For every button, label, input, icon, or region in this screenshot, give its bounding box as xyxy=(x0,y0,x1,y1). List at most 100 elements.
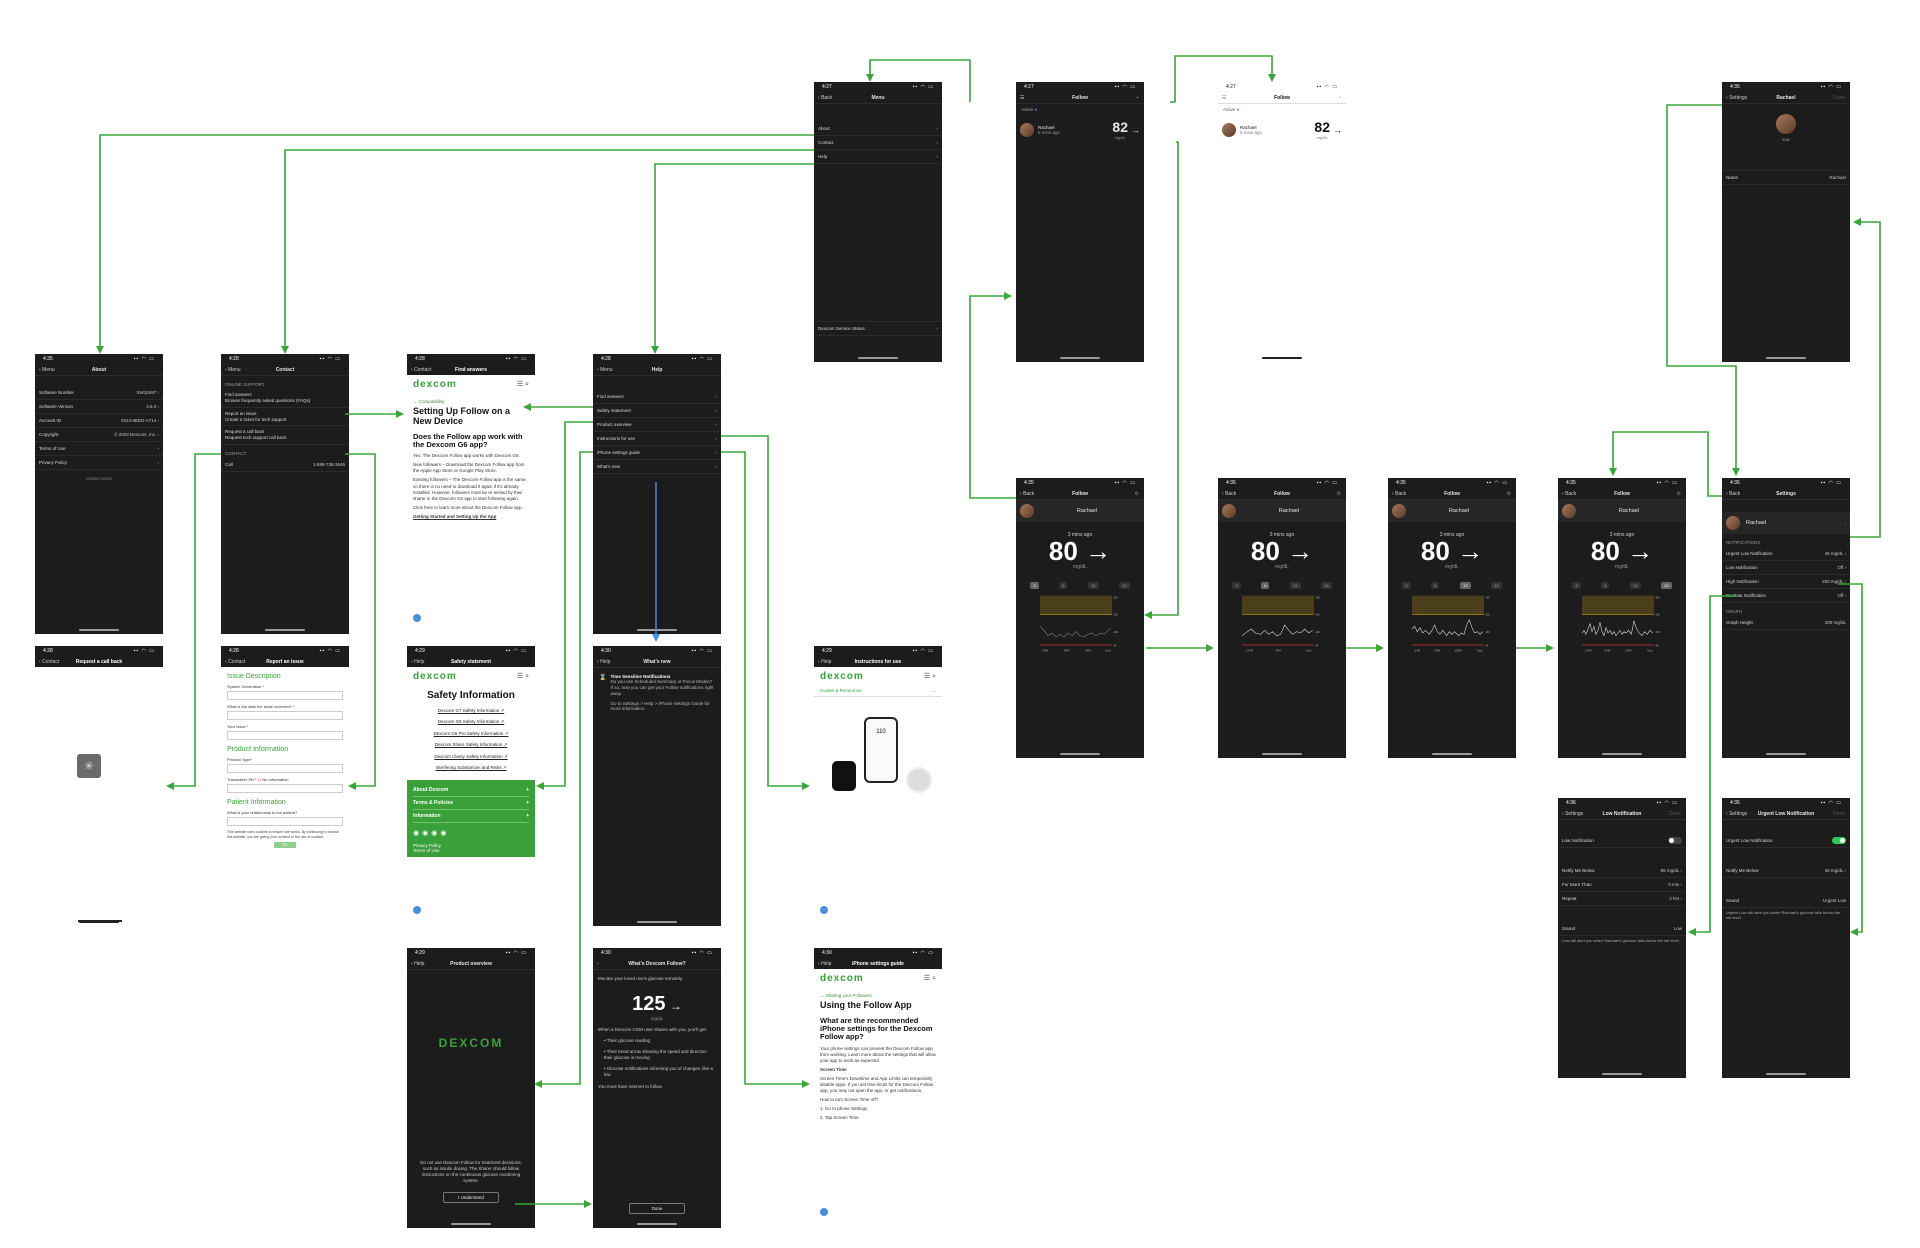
chat-icon[interactable] xyxy=(818,1206,830,1218)
add-icon[interactable]: + xyxy=(1136,94,1139,101)
back-button[interactable]: ‹ xyxy=(597,960,599,967)
back-button[interactable]: ‹ Settings xyxy=(1726,94,1748,101)
help-item[interactable]: iPhone settings guide› xyxy=(593,446,721,460)
safety-link[interactable]: Dexcom Share Safety Information ↗ xyxy=(434,742,508,748)
tab-12h[interactable]: 12 xyxy=(1630,582,1641,589)
tab-6h[interactable]: 6 xyxy=(1261,582,1270,589)
tab-3h[interactable]: 3 xyxy=(1572,582,1581,589)
system-generation-select[interactable] xyxy=(227,691,343,700)
tab-3h[interactable]: 3 xyxy=(1030,582,1039,589)
footer-about[interactable]: About Dexcom+ xyxy=(413,784,529,797)
footer-terms[interactable]: Terms & Policies+ xyxy=(413,797,529,810)
back-button[interactable]: ‹ Contact xyxy=(39,658,60,665)
back-button[interactable]: ‹ Back xyxy=(1562,490,1577,497)
info-icon[interactable]: ● xyxy=(1236,107,1240,112)
safety-link[interactable]: Dexcom G7 Safety Information ↗ xyxy=(437,708,505,713)
back-button[interactable]: ‹ Back xyxy=(818,94,833,101)
back-button[interactable]: ‹ Back xyxy=(1020,490,1035,497)
menu-item-help[interactable]: Help› xyxy=(814,150,942,164)
help-item[interactable]: Instructions for use› xyxy=(593,432,721,446)
transmitter-input[interactable] xyxy=(227,784,343,793)
gear-icon[interactable]: ⚙ xyxy=(1134,490,1139,497)
tab-24h[interactable]: 24 xyxy=(1321,582,1332,589)
breadcrumb[interactable]: ← Compatibility xyxy=(413,399,445,404)
tab-12h[interactable]: 12 xyxy=(1290,582,1301,589)
chat-icon[interactable] xyxy=(411,904,423,916)
about-row[interactable]: Privacy Policy› xyxy=(35,456,163,470)
tab-3h[interactable]: 3 xyxy=(1402,582,1411,589)
help-item[interactable]: Safety statement› xyxy=(593,404,721,418)
product-type-select[interactable] xyxy=(227,764,343,773)
menu-item-contact[interactable]: Contact› xyxy=(814,136,942,150)
back-button[interactable]: ‹ Menu xyxy=(597,366,613,373)
menu-search-icon[interactable]: ☰ ⌕ xyxy=(516,673,529,680)
safety-link[interactable]: Dexcom G6 Safety Information ↗ xyxy=(437,719,505,725)
tab-6h[interactable]: 6 xyxy=(1059,582,1068,589)
back-button[interactable]: ‹ Back xyxy=(1222,490,1237,497)
back-button[interactable]: ‹ Settings xyxy=(1726,810,1748,817)
help-item[interactable]: Product overview› xyxy=(593,418,721,432)
about-row[interactable]: Terms of Use› xyxy=(35,442,163,456)
chat-icon[interactable] xyxy=(411,612,423,624)
cookie-ok-button[interactable]: OK xyxy=(274,842,296,849)
tab-24h[interactable]: 24 xyxy=(1661,582,1672,589)
back-button[interactable]: ‹ Contact xyxy=(225,658,246,665)
link[interactable]: Getting Started and Setting Up the App xyxy=(413,513,497,519)
back-button[interactable]: ‹ Help xyxy=(411,960,425,967)
tab-3h[interactable]: 3 xyxy=(1232,582,1241,589)
done-button[interactable]: Done xyxy=(629,1203,685,1214)
profile-row[interactable]: Rachael› xyxy=(1722,512,1850,534)
tab-6h[interactable]: 6 xyxy=(1431,582,1440,589)
back-button[interactable]: ‹ Help xyxy=(411,658,425,665)
about-row[interactable]: Copyright© 2023 Dexcom, Inc. › xyxy=(35,428,163,442)
dexcom-logo[interactable]: dexcom xyxy=(413,671,457,682)
menu-item-about[interactable]: About› xyxy=(814,122,942,136)
done-button[interactable]: Done xyxy=(1669,810,1681,817)
done-button[interactable]: Done xyxy=(1833,94,1845,101)
relationship-select[interactable] xyxy=(227,817,343,826)
footer-information[interactable]: Information+ xyxy=(413,810,529,823)
dexcom-logo[interactable]: dexcom xyxy=(413,379,457,390)
tab-24h[interactable]: 24 xyxy=(1491,582,1502,589)
menu-search-icon[interactable]: ☰ ⌕ xyxy=(516,381,529,388)
help-item[interactable]: What's new› xyxy=(593,460,721,474)
back-button[interactable]: ‹ Contact xyxy=(411,366,432,373)
checkbox-icon[interactable]: ☐ xyxy=(257,777,262,782)
gear-icon[interactable]: ⚙ xyxy=(1506,490,1511,497)
dexcom-logo[interactable]: dexcom xyxy=(820,973,864,984)
menu-item-service-status[interactable]: Dexcom Service Status› xyxy=(814,321,942,336)
done-button[interactable]: Done xyxy=(1833,810,1845,817)
back-button[interactable]: ‹ Settings xyxy=(1562,810,1584,817)
back-button[interactable]: ‹ Back xyxy=(1392,490,1407,497)
avatar[interactable] xyxy=(1776,114,1796,134)
urgent-low-toggle[interactable] xyxy=(1832,837,1846,844)
understand-button[interactable]: I Understand xyxy=(443,1192,499,1204)
low-notification-toggle[interactable] xyxy=(1668,837,1682,844)
back-button[interactable]: ‹ Help xyxy=(597,658,611,665)
back-button[interactable]: ‹ Menu xyxy=(225,366,241,373)
menu-search-icon[interactable]: ☰ ⌕ xyxy=(923,673,936,680)
help-item[interactable]: Find answers› xyxy=(593,390,721,404)
social-icons[interactable]: ◉◉◉◉ xyxy=(413,829,450,837)
back-button[interactable]: ‹ Help xyxy=(818,960,832,967)
tab-24h[interactable]: 24 xyxy=(1119,582,1130,589)
paragraph[interactable]: Click here to learn more about the Dexco… xyxy=(413,504,523,510)
back-button[interactable]: ‹ Help xyxy=(818,658,832,665)
gear-icon[interactable]: ⚙ xyxy=(1336,490,1341,497)
tab-6h[interactable]: 6 xyxy=(1601,582,1610,589)
chat-icon[interactable] xyxy=(818,904,830,916)
